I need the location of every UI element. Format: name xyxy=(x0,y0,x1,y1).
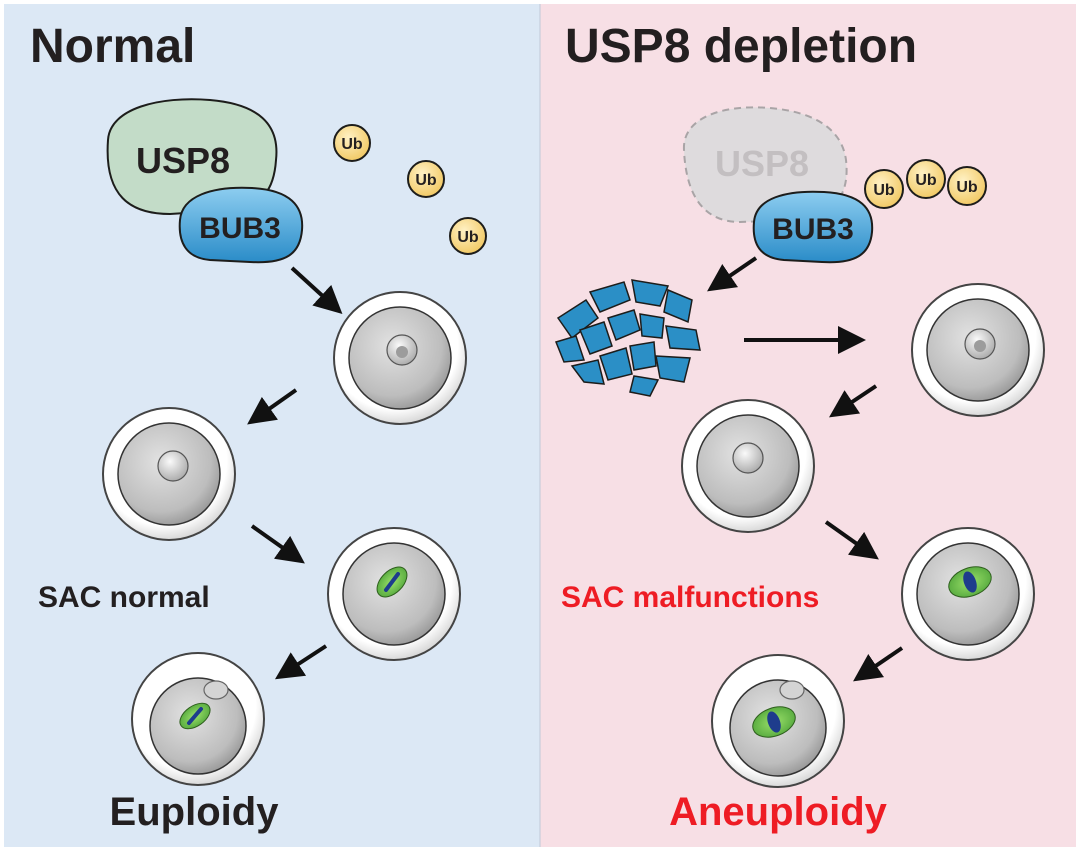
depletion-panel-title: USP8 depletion xyxy=(565,20,917,73)
ub-label: Ub xyxy=(415,172,437,189)
bub3-protein: BUB3 xyxy=(178,186,304,264)
ubiquitin-free-2: Ub xyxy=(407,160,445,198)
ub-label: Ub xyxy=(457,229,479,246)
arrow xyxy=(247,388,298,425)
usp8-protein: USP8 xyxy=(106,98,278,216)
oocyte-gvbd-right xyxy=(681,399,815,533)
normal-panel-title: Normal xyxy=(30,20,195,73)
sac-normal-label: SAC normal xyxy=(38,581,210,614)
arrow xyxy=(824,520,879,560)
oocyte-mii-euploid xyxy=(131,652,265,786)
ub-label: Ub xyxy=(915,172,937,189)
arrow xyxy=(707,256,758,292)
oocyte-gv-left xyxy=(333,291,467,425)
oocyte-mi-right xyxy=(901,527,1035,661)
euploidy-label: Euploidy xyxy=(110,790,280,834)
usp8-faded-label: USP8 xyxy=(715,143,809,184)
oocyte-mi-left xyxy=(327,527,461,661)
oocyte-mii-aneuploid xyxy=(711,654,845,788)
bub3-label: BUB3 xyxy=(772,213,854,246)
oocyte-gv-right xyxy=(911,283,1045,417)
arrow xyxy=(290,266,343,315)
aneuploidy-label: Aneuploidy xyxy=(669,790,888,834)
usp8-label: USP8 xyxy=(136,140,230,181)
ubiquitin-free-3: Ub xyxy=(449,217,487,255)
sac-malfunctions-label: SAC malfunctions xyxy=(561,581,819,614)
arrow xyxy=(853,646,904,682)
ubiquitin-free-1: Ub xyxy=(333,124,371,162)
arrow xyxy=(250,524,305,564)
bub3-ubiquitinated-protein: BUB3 xyxy=(752,190,874,264)
ub-label: Ub xyxy=(956,179,978,196)
arrow xyxy=(829,384,878,418)
oocyte-gvbd-left xyxy=(102,407,236,541)
ub-label: Ub xyxy=(873,182,895,199)
ubiquitin-chain: Ub Ub Ub xyxy=(864,159,987,209)
arrow xyxy=(274,644,328,680)
bub3-degraded-fragments xyxy=(554,279,701,397)
ub-label: Ub xyxy=(341,136,363,153)
bub3-label: BUB3 xyxy=(199,212,281,245)
